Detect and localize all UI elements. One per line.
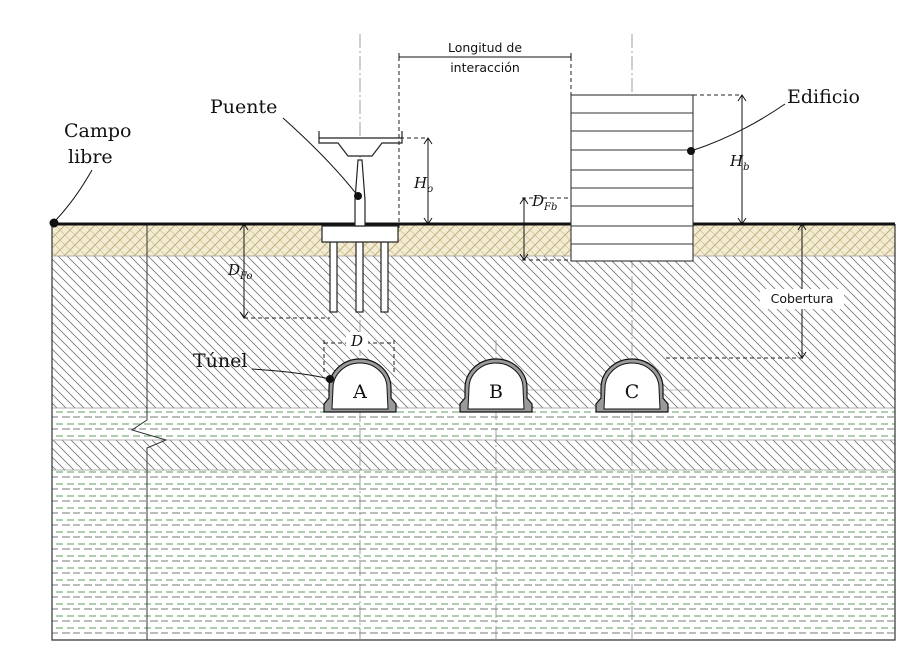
bridge-pile <box>329 241 338 313</box>
cobertura-label: Cobertura <box>771 291 834 306</box>
dfo-dimension: DFo <box>227 223 330 319</box>
fill-layer <box>52 224 895 256</box>
tunnel-letter: A <box>352 381 367 403</box>
free-field-label-2: libre <box>68 146 113 168</box>
tunnel-opening <box>467 362 525 410</box>
building-label: Edificio <box>787 86 860 108</box>
bridge-callout-dot <box>354 192 362 200</box>
free-field-callout: Campo libre <box>54 120 131 222</box>
cobertura-dimension: Cobertura <box>666 223 844 359</box>
clay-lens <box>52 440 895 470</box>
tunnel-callout: Túnel <box>193 350 334 383</box>
bridge-pile <box>355 241 364 313</box>
tunnel-label: Túnel <box>193 350 247 372</box>
tunnels: A B C <box>323 358 669 413</box>
building <box>570 94 694 262</box>
tunnel-letter: B <box>489 381 503 403</box>
ho-symbol: Ho <box>413 174 433 195</box>
tunnel-callout-dot <box>326 375 334 383</box>
stiff-layer-lower <box>52 470 895 640</box>
model-boundary <box>51 224 896 641</box>
hb-symbol: Hb <box>729 152 750 173</box>
soil-profile <box>51 224 896 641</box>
free-field-label-1: Campo <box>64 120 131 142</box>
dfb-symbol: DFb <box>531 192 557 213</box>
free-field-point <box>49 218 59 228</box>
interaction-length-dimension: Longitud de interacción <box>398 40 572 228</box>
stiff-layer-upper <box>52 408 895 440</box>
dfo-symbol: DFo <box>227 261 252 282</box>
tunnel-b: B <box>459 358 533 413</box>
interaction-length-label-1: Longitud de <box>448 40 522 55</box>
building-frame <box>570 94 694 262</box>
building-callout-dot <box>687 147 695 155</box>
bridge-callout: Puente <box>210 96 362 200</box>
ho-dimension: Ho <box>400 137 433 225</box>
interaction-length-label-2: interacción <box>450 60 520 75</box>
building-callout: Edificio <box>687 86 860 155</box>
bridge-deck <box>318 137 403 157</box>
tunnel-c: C <box>595 358 669 413</box>
tunnel-opening <box>331 362 389 410</box>
tunnel-opening <box>603 362 661 410</box>
d-dimension: D <box>323 332 395 372</box>
bridge-pile-cap <box>321 225 399 243</box>
tunnel-a: A <box>323 358 397 413</box>
tunnel-letter: C <box>625 381 640 403</box>
d-symbol: D <box>350 332 363 350</box>
hb-dimension: Hb <box>693 94 750 225</box>
bridge-label: Puente <box>210 96 277 118</box>
dfb-dimension: DFb <box>519 192 571 261</box>
free-field-column <box>130 224 168 640</box>
bridge-pile <box>380 241 389 313</box>
